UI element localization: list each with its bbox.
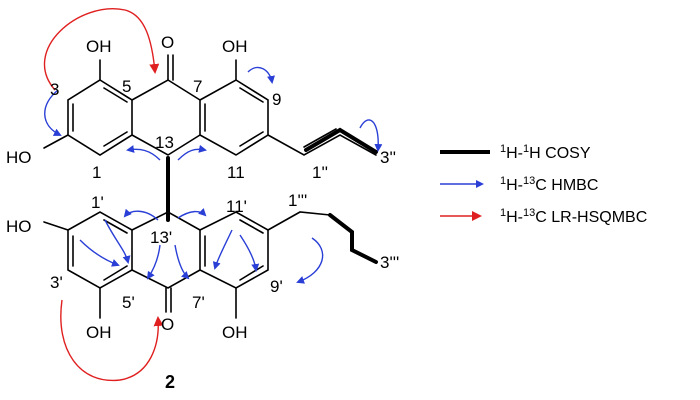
label-c3: 3	[50, 80, 59, 99]
legend-hmbc-label: 1H-13C HMBC	[500, 175, 598, 194]
bottom-unit-bonds	[43, 211, 331, 319]
label-c13p: 13'	[150, 228, 172, 247]
label-c7: 7	[193, 77, 202, 96]
label-c9p: 9'	[270, 277, 283, 296]
label-oh-c3-bot: HO	[6, 217, 32, 236]
label-c3p: 3'	[50, 273, 63, 292]
legend-lr-label: 1H-13C LR-HSQMBC	[500, 207, 647, 226]
label-oh-bot-left: OH	[86, 323, 112, 342]
lr-hsqmbc-arrows	[43, 8, 164, 382]
label-c13: 13	[155, 133, 174, 152]
hmbc-arrows	[44, 66, 383, 284]
label-oh-bot-right: OH	[222, 323, 248, 342]
label-c1p: 1'	[91, 193, 104, 212]
label-c1ppp: 1'''	[288, 191, 307, 210]
legend-cosy-label: 1H-1H COSY	[500, 143, 591, 162]
label-c3pp: 3''	[380, 148, 396, 167]
label-c9: 9	[272, 90, 281, 109]
atom-labels: OH OH HO O 3 5 7 9 1 11 13 1'' 3'' HO 1'…	[6, 33, 399, 392]
label-oh-c8-top: OH	[222, 37, 248, 56]
label-c11: 11	[227, 163, 245, 182]
label-oh-c3-top: HO	[6, 148, 32, 167]
label-c3ppp: 3'''	[380, 253, 399, 272]
label-ketone-bot: O	[161, 315, 174, 334]
label-c5p: 5'	[122, 293, 135, 312]
label-c7p: 7'	[192, 293, 205, 312]
label-c5: 5	[122, 77, 131, 96]
legend: 1H-1H COSY 1H-13C HMBC 1H-13C LR-HSQMBC	[440, 143, 647, 226]
compound-number: 2	[165, 372, 175, 392]
label-ketone-top: O	[161, 33, 174, 52]
cosy-bonds	[166, 127, 378, 264]
label-c1: 1	[92, 163, 101, 182]
top-unit-bonds	[43, 54, 377, 156]
label-c1pp: 1''	[312, 163, 328, 182]
label-c11p: 11'	[226, 197, 247, 216]
label-oh-c1-top: OH	[86, 37, 112, 56]
